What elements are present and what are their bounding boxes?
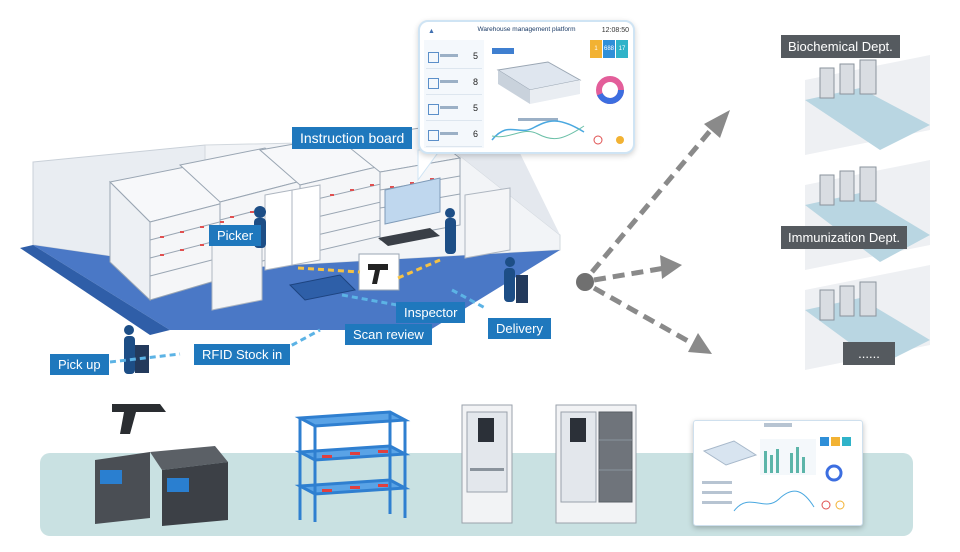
kpi-tile: 17	[616, 40, 628, 58]
biochemical-dept-label: Biochemical Dept.	[781, 35, 900, 58]
scan-review-label: Scan review	[345, 324, 432, 345]
double-cabinet-icon	[555, 404, 637, 524]
list-item: 5	[426, 98, 482, 121]
rfid-stock-in-label: RFID Stock in	[194, 344, 291, 365]
list-item: 5	[426, 46, 482, 69]
label-printer-icon	[95, 446, 228, 526]
rfid-scanner-icon	[112, 404, 166, 434]
warehouse-dashboard: ▲ Warehouse management platform 12:08:50…	[418, 20, 635, 154]
distribution-hub	[576, 273, 594, 291]
dashboard-time: 12:08:50	[601, 27, 629, 34]
delivery-label: Delivery	[488, 318, 551, 339]
dashboard-kpis: 1 688 17	[590, 40, 630, 148]
dashboard-left-panel: 5 8 5 6	[424, 40, 484, 148]
kpi-tile: 688	[603, 40, 615, 58]
smart-shelf-icon	[294, 410, 411, 522]
pick-up-label: Pick up	[50, 354, 109, 375]
kpi-tile: 1	[590, 40, 602, 58]
dashboard-title: Warehouse management platform	[477, 26, 576, 33]
list-item: 8	[426, 72, 482, 95]
picker-label: Picker	[209, 225, 262, 246]
smart-cabinet-icon	[461, 404, 513, 524]
platform-logo-icon: ▲	[428, 28, 435, 35]
more-dept-label: ......	[843, 342, 895, 365]
inspector-label: Inspector	[396, 302, 466, 323]
immunization-dept-label: Immunization Dept.	[781, 226, 907, 249]
list-item: 6	[426, 124, 482, 147]
instruction-board-label: Instruction board	[292, 127, 413, 149]
monitoring-platform-screen	[693, 420, 863, 526]
dashboard-center	[488, 40, 588, 148]
